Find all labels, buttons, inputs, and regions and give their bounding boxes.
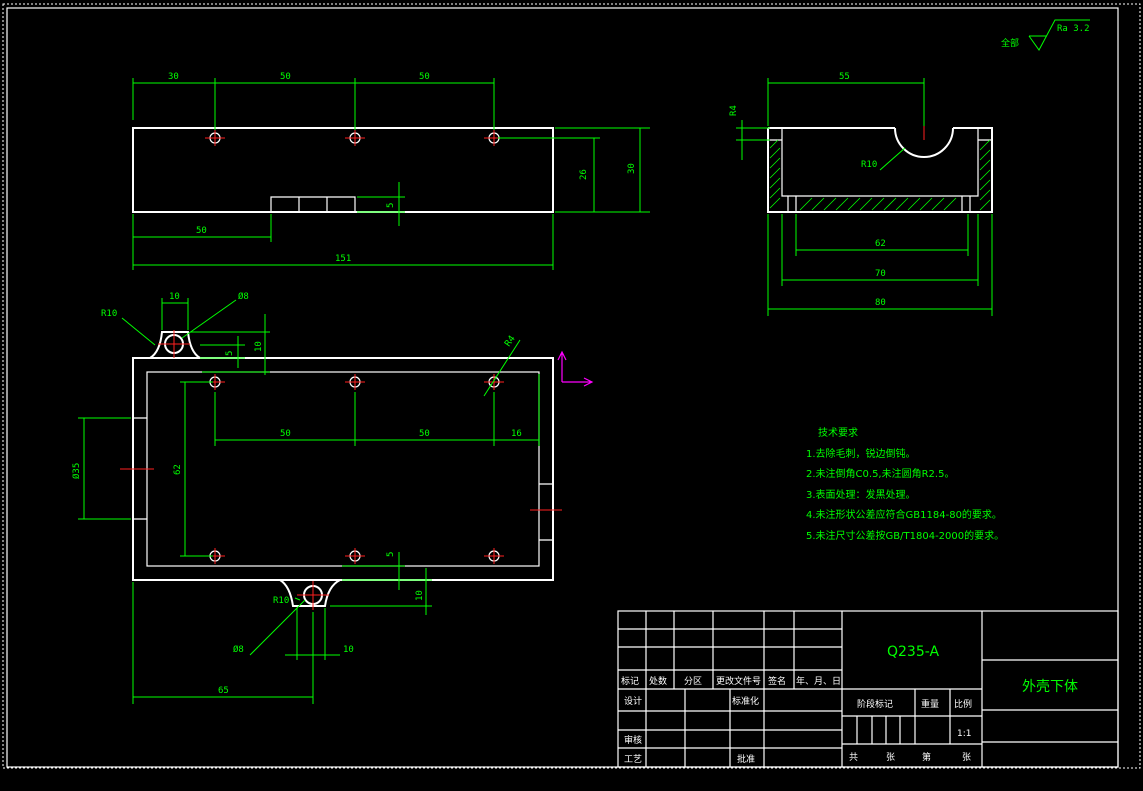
tb-header: 处数 (649, 675, 667, 687)
svg-text:50: 50 (419, 429, 430, 439)
side-view-dims: 55 R4 R10 62 70 80 (729, 72, 993, 316)
roughness-value: Ra 3.2 (1057, 24, 1090, 34)
tb-standardize: 标准化 (732, 695, 759, 707)
tb-approve: 批准 (737, 753, 755, 765)
tech-req-item: 3.表面处理：发黑处理。 (806, 488, 916, 501)
svg-text:70: 70 (875, 269, 886, 279)
plan-view-inner (146, 371, 540, 567)
svg-text:62: 62 (875, 239, 886, 249)
svg-text:10: 10 (415, 590, 425, 601)
svg-text:50: 50 (280, 72, 291, 82)
tb-sheet-no: 第 (922, 751, 931, 763)
svg-text:5: 5 (386, 203, 396, 208)
tb-header: 标记 (621, 675, 639, 687)
svg-text:Ø8: Ø8 (238, 291, 249, 302)
plan-view-outer (132, 357, 554, 581)
outer-frame (2, 3, 1141, 769)
svg-text:151: 151 (335, 254, 351, 264)
svg-text:16: 16 (511, 429, 522, 439)
svg-text:R10: R10 (101, 309, 117, 319)
svg-text:5: 5 (225, 351, 235, 356)
svg-text:50: 50 (196, 226, 207, 236)
plan-view-dims: R10 10 Ø8 5 10 R4 50 50 16 Ø35 62 5 10 (71, 291, 540, 704)
svg-text:10: 10 (169, 292, 180, 302)
tb-sheet-unit2: 张 (962, 752, 971, 763)
tb-process: 工艺 (624, 754, 642, 765)
ucs-icon (557, 350, 594, 387)
svg-text:80: 80 (875, 298, 886, 308)
tb-design: 设计 (624, 695, 642, 707)
tb-material: Q235-A (887, 644, 939, 660)
tech-req-item: 5.未注尺寸公差按GB/T1804-2000的要求。 (806, 529, 1004, 542)
tech-req-item: 2.未注倒角C0.5,未注圆角R2.5。 (806, 467, 954, 480)
plan-view-lugs (149, 330, 341, 610)
tech-requirements: 技术要求 1.去除毛刺，锐边倒钝。 2.未注倒角C0.5,未注圆角R2.5。 3… (806, 426, 1004, 542)
svg-text:65: 65 (218, 686, 229, 696)
tb-scale-value: 1:1 (957, 729, 971, 739)
top-view: 30 50 50 26 30 5 50 151 (132, 72, 650, 270)
plan-view-holes (205, 374, 504, 564)
inner-frame (6, 7, 1119, 768)
top-view-holes (205, 130, 504, 146)
svg-text:Ø35: Ø35 (71, 463, 82, 479)
tech-req-title: 技术要求 (818, 426, 858, 439)
title-block: 标记 处数 分区 更改文件号 签名 年、月、日 设计 标准化 审核 工艺 批准 … (617, 610, 1119, 768)
tb-header: 分区 (684, 676, 702, 687)
svg-text:5: 5 (386, 552, 396, 557)
tech-req-item: 1.去除毛刺，锐边倒钝。 (806, 447, 916, 460)
tb-review: 审核 (624, 734, 642, 746)
tb-sheet-unit: 张 (886, 752, 895, 763)
roughness-symbol: 全部 Ra 3.2 (1001, 19, 1090, 51)
side-view-hatch (769, 139, 991, 211)
svg-text:10: 10 (254, 341, 264, 352)
svg-text:55: 55 (839, 72, 850, 82)
svg-text:10: 10 (343, 645, 354, 655)
svg-text:R10: R10 (273, 596, 289, 606)
svg-text:50: 50 (419, 72, 430, 82)
tb-header: 年、月、日 (796, 675, 841, 687)
side-view: 55 R4 R10 62 70 80 (729, 72, 993, 316)
tb-scale-label: 比例 (954, 698, 972, 710)
top-view-dims: 30 50 50 26 30 5 50 151 (132, 72, 650, 270)
tb-header: 更改文件号 (716, 675, 761, 687)
svg-text:R4: R4 (729, 105, 739, 116)
svg-text:Ø8: Ø8 (233, 644, 244, 655)
tb-weight: 重量 (921, 698, 939, 710)
svg-text:R10: R10 (861, 160, 877, 170)
plan-view: R10 10 Ø8 5 10 R4 50 50 16 Ø35 62 5 10 (71, 291, 594, 704)
roughness-label: 全部 (1001, 37, 1019, 49)
svg-text:26: 26 (579, 169, 589, 180)
tb-header: 签名 (768, 675, 786, 687)
tb-part-name: 外壳下体 (1022, 678, 1078, 695)
svg-text:50: 50 (280, 429, 291, 439)
tb-stage-mark: 阶段标记 (857, 698, 893, 710)
svg-text:30: 30 (627, 163, 637, 174)
svg-text:62: 62 (173, 464, 183, 475)
svg-text:30: 30 (168, 72, 179, 82)
tb-sheet-total: 共 (849, 752, 858, 763)
top-view-outline (132, 127, 554, 213)
tech-req-item: 4.未注形状公差应符合GB1184-80的要求。 (806, 508, 1002, 521)
